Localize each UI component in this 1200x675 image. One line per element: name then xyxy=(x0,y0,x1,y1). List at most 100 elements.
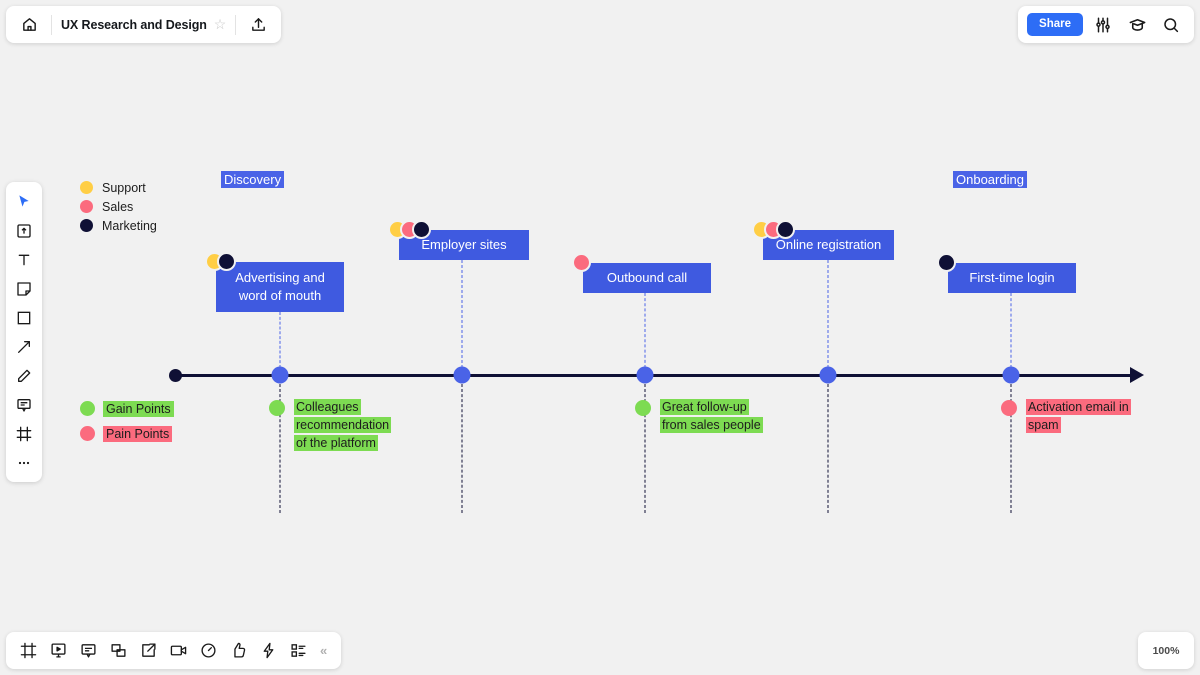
persona-dot-marketing xyxy=(776,220,795,239)
milestone-dots-first-time-login xyxy=(937,253,956,272)
pen-icon[interactable] xyxy=(9,362,39,389)
legend-label-support: Support xyxy=(102,180,146,195)
zoom-level-badge[interactable]: 100% xyxy=(1138,632,1194,669)
annotation-dot-gain xyxy=(269,400,285,416)
graduation-cap-icon[interactable] xyxy=(1123,11,1151,39)
legend-item-sales: Sales xyxy=(80,197,157,216)
document-toolbar: UX Research and Design ☆ xyxy=(6,6,282,43)
milestone-card-employer-sites[interactable]: Employer sites xyxy=(388,220,529,260)
annotation-line-1: Great follow-up xyxy=(660,399,749,415)
annotation-line-1: Activation email in xyxy=(1026,399,1131,415)
square-icon[interactable] xyxy=(9,304,39,331)
persona-dot-marketing xyxy=(412,220,431,239)
frame-icon[interactable] xyxy=(9,420,39,447)
upload-box-icon[interactable] xyxy=(9,217,39,244)
legend-dot-sales xyxy=(80,200,93,213)
key-item-gain: Gain Points xyxy=(80,398,174,419)
persona-legend: Support Sales Marketing xyxy=(80,178,157,235)
milestone-card-advertising[interactable]: Advertising and word of mouth xyxy=(205,252,344,312)
key-item-pain: Pain Points xyxy=(80,423,174,444)
milestone-label: Outbound call xyxy=(606,270,688,285)
presentation-icon[interactable] xyxy=(44,637,72,665)
timeline-node-5[interactable] xyxy=(1002,366,1020,384)
cursor-icon[interactable] xyxy=(9,188,39,215)
page-title[interactable]: UX Research and Design xyxy=(61,17,207,32)
milestone-dots-outbound-call xyxy=(572,253,591,272)
collapse-toolbar-button[interactable]: « xyxy=(320,643,328,658)
legend-dot-marketing xyxy=(80,219,93,232)
annotation-line-3: of the platform xyxy=(294,435,378,451)
milestone-card-online-registration[interactable]: Online registration xyxy=(752,220,894,260)
gain-pain-key: Gain Points Pain Points xyxy=(80,398,174,448)
key-label-gain: Gain Points xyxy=(103,400,174,417)
phase-label-discovery[interactable]: Discovery xyxy=(221,171,285,188)
connector-down-2 xyxy=(461,384,463,513)
list-icon[interactable] xyxy=(284,637,312,665)
creation-toolbar xyxy=(6,182,42,482)
text-icon[interactable] xyxy=(9,246,39,273)
annotation-text: Activation email in spam xyxy=(1026,398,1131,434)
connector-up-4 xyxy=(827,260,829,368)
milestone-label: First-time login xyxy=(969,270,1055,285)
search-icon[interactable] xyxy=(1157,11,1185,39)
legend-label-sales: Sales xyxy=(102,199,134,214)
milestone-label: Employer sites xyxy=(421,237,507,252)
timeline-node-3[interactable] xyxy=(636,366,654,384)
frames-icon[interactable] xyxy=(14,637,42,665)
thumbs-up-icon[interactable] xyxy=(224,637,252,665)
annotation-line-1: Colleagues xyxy=(294,399,361,415)
legend-item-marketing: Marketing xyxy=(80,216,157,235)
timeline-node-1[interactable] xyxy=(271,366,289,384)
video-camera-icon[interactable] xyxy=(164,637,192,665)
annotation-text: Great follow-up from sales people xyxy=(660,398,763,434)
share-button[interactable]: Share xyxy=(1027,12,1083,37)
timeline-node-2[interactable] xyxy=(453,366,471,384)
sliders-icon[interactable] xyxy=(1089,11,1117,39)
annotation-gain-colleagues[interactable]: Colleagues recommendation of the platfor… xyxy=(269,398,449,452)
connector-down-5 xyxy=(1010,384,1012,513)
timeline-node-4[interactable] xyxy=(819,366,837,384)
legend-label-marketing: Marketing xyxy=(102,218,157,233)
upload-icon[interactable] xyxy=(245,12,271,38)
connector-up-3 xyxy=(644,293,646,368)
milestone-dots-advertising xyxy=(205,252,236,271)
ellipsis-icon[interactable] xyxy=(9,449,39,476)
timer-icon[interactable] xyxy=(194,637,222,665)
collaboration-toolbar: « xyxy=(6,632,342,669)
milestone-card-outbound-call[interactable]: Outbound call xyxy=(572,253,711,293)
milestone-card-first-time-login[interactable]: First-time login xyxy=(937,253,1076,293)
persona-dot-marketing xyxy=(937,253,956,272)
divider xyxy=(235,14,237,35)
divider xyxy=(51,14,52,35)
persona-dot-sales xyxy=(572,253,591,272)
phase-label-onboarding[interactable]: Onboarding xyxy=(953,171,1027,188)
board-actions-toolbar: Share xyxy=(1018,6,1194,43)
connector-down-1 xyxy=(279,384,281,513)
export-icon[interactable] xyxy=(134,637,162,665)
annotation-line-2: recommendation xyxy=(294,417,392,433)
persona-dot-marketing xyxy=(217,252,236,271)
key-dot-pain xyxy=(80,426,95,441)
arrow-icon[interactable] xyxy=(9,333,39,360)
star-icon[interactable]: ☆ xyxy=(213,16,227,32)
connector-up-1 xyxy=(279,312,281,368)
connector-down-3 xyxy=(644,384,646,513)
chat-icon[interactable] xyxy=(74,637,102,665)
milestone-dots-employer-sites xyxy=(388,220,431,239)
lightning-icon[interactable] xyxy=(254,637,282,665)
cards-icon[interactable] xyxy=(104,637,132,665)
timeline-axis xyxy=(175,374,1137,377)
timeline-arrow-head xyxy=(1130,367,1144,383)
annotation-dot-pain xyxy=(1001,400,1017,416)
annotation-gain-followup[interactable]: Great follow-up from sales people xyxy=(635,398,815,434)
annotation-line-2: spam xyxy=(1026,417,1061,433)
annotation-dot-gain xyxy=(635,400,651,416)
connector-down-4 xyxy=(827,384,829,513)
home-icon[interactable] xyxy=(16,12,42,38)
annotation-pain-activation-email[interactable]: Activation email in spam xyxy=(1001,398,1186,434)
annotation-text: Colleagues recommendation of the platfor… xyxy=(294,398,392,452)
sticky-note-icon[interactable] xyxy=(9,275,39,302)
comment-icon[interactable] xyxy=(9,391,39,418)
